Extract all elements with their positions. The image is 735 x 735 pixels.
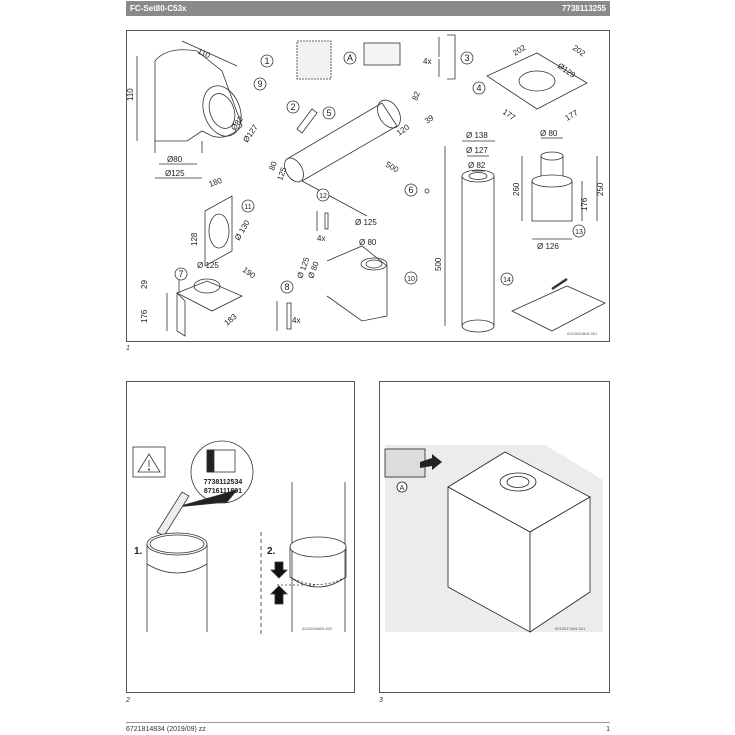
dim-plate-w2: 202 [571,43,588,58]
image-code: 0010017654-001 [555,626,586,631]
callout-11: 11 [244,204,251,211]
figure-3-label-placement: A 0010017654-001 [379,381,610,693]
dim-adapter-bottom: Ø 126 [537,242,559,251]
appliance-diagram: A 0010017654-001 [384,445,603,633]
page-header: FC-Set80-C53x 7738113255 [126,1,610,16]
callout-10: 10 [407,276,415,283]
dim-pipe-length: 500 [384,160,401,175]
dim-support-dia: Ø 125 [197,261,219,270]
dim-adapter-h3: 176 [580,197,589,211]
figure-2-silicone-instructions: 7738112534 8716111801 1. 2. 0010016800-0… [126,381,355,693]
product-title: FC-Set80-C53x [130,4,187,13]
callout-1: 1 [264,56,269,66]
document-reference: 6721814834 (2019/09) zz [126,726,206,733]
figure-1-parts-overview: 110 110 Ø82 Ø127 Ø80 Ø125 180 128 Ø 130 … [126,30,610,342]
dim-adapter-h2: 250 [596,182,605,196]
dim-plate-w1: 202 [511,43,528,58]
qty-item3: 4x [423,57,431,66]
page-number: 1 [606,726,610,733]
label-number-2: 8716111801 [204,488,242,495]
figure-1-caption: 1 [126,345,130,352]
dim-pipe14-d1: Ø 138 [466,131,488,140]
dim-pipe-socket: 120 [395,122,412,137]
step-2-label: 2. [267,546,276,557]
image-code: 0010020818-001 [567,331,598,336]
callout-8: 8 [284,282,289,292]
image-code: 0010016800-002 [302,626,333,631]
dim-pipe-outer: 125 [275,166,288,182]
dim-elbow-height: 110 [127,88,135,101]
dim-adapter-h1: 260 [512,182,521,196]
article-number: 7738113255 [561,4,606,13]
dim-tee-inner: Ø 80 [359,238,377,247]
callout-A: A [400,485,405,492]
callout-6: 6 [408,185,413,195]
dim-plate-d2: 177 [564,108,581,123]
qty-item8: 4x [292,316,300,325]
page-footer: 6721814834 (2019/09) zz 1 [126,726,610,733]
callout-2: 2 [290,102,295,112]
dim-support-h1: 29 [140,280,149,289]
callout-14: 14 [503,277,511,284]
callout-7: 7 [178,269,183,279]
dim-pipe-inner: 80 [267,160,279,172]
dim-support-length: 190 [241,265,258,280]
dim-pipe14-d2: Ø 127 [466,146,488,155]
dim-pipe-collar: 82 [410,90,422,102]
dim-adapter-top: Ø 80 [540,129,558,138]
dim-plate-d1: 177 [501,107,518,122]
dim-elbow-bottom-inner: Ø80 [167,155,183,164]
dim-elbow-outer: Ø127 [241,123,260,145]
callout-9: 9 [257,79,262,89]
dim-wallplate-width: 180 [208,176,224,189]
figure-2-caption: 2 [126,697,130,704]
step-1-label: 1. [134,546,143,557]
parts-diagram: 110 110 Ø82 Ø127 Ø80 Ø125 180 128 Ø 130 … [127,34,606,337]
dim-tee-outer: Ø 125 [355,218,377,227]
callout-5: 5 [326,108,331,118]
dim-support-depth: 183 [223,312,239,328]
callout-12: 12 [319,193,327,200]
footer-divider [126,722,610,723]
warning-triangle-icon [137,453,161,473]
callout-3: 3 [464,53,469,63]
dim-pipe14-d3: Ø 82 [468,161,486,170]
dim-wallplate-dia: Ø 130 [233,218,252,242]
silicone-diagram: 7738112534 8716111801 1. 2. 0010016800-0… [132,440,347,635]
callout-13: 13 [575,229,583,236]
figure-3-caption: 3 [379,697,383,704]
qty-item12: 4x [317,234,325,243]
dim-pipe14-length: 500 [434,257,443,271]
dim-elbow-bottom-outer: Ø125 [165,169,185,178]
dim-wallplate-height: 128 [190,232,199,246]
dim-support-h2: 176 [140,309,149,323]
callout-4: 4 [476,83,481,93]
label-number-1: 7738112534 [204,479,243,486]
callout-A: A [347,53,353,63]
dim-pipe-end: 39 [423,113,436,126]
